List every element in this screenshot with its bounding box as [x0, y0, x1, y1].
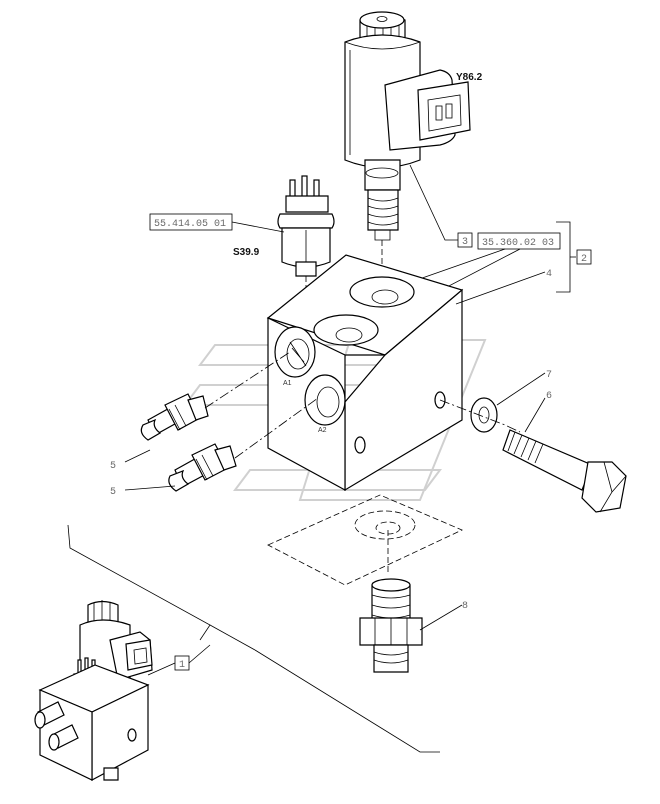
coil-leader-line: [409, 164, 458, 241]
detail-frame-lines: [67, 524, 440, 753]
callout-5a-label: 5: [110, 461, 116, 472]
callout-5b-label: 5: [110, 487, 116, 498]
washer: [470, 397, 498, 433]
bolt: [502, 429, 627, 513]
callout-7-leader: [496, 372, 546, 406]
sensor-code-label: S39.9: [233, 247, 260, 258]
callout-4-label: 4: [546, 269, 552, 280]
fitting-lower-axis: [234, 397, 319, 459]
callout-5a-leader: [124, 449, 151, 463]
pressure-sensor: [277, 175, 335, 277]
mounting-plane: [267, 494, 463, 586]
fitting-upper-axis: [204, 351, 291, 409]
callout-4-leader: [455, 271, 546, 305]
ref-box-left: 55.414.05 01: [149, 213, 285, 233]
fitting-lower: [168, 443, 237, 492]
port-a1-label: A1: [283, 380, 292, 387]
callout-7-label: 7: [546, 370, 552, 381]
solenoid-coil: [344, 11, 471, 241]
ref-box-1-text: 1: [179, 660, 185, 671]
ref-box-2-text: 2: [581, 254, 587, 265]
fitting-upper: [140, 393, 209, 441]
coil-code-label: Y86.2: [456, 72, 483, 83]
assembled-valve-detail: [34, 600, 153, 782]
bolt-axis: [439, 399, 521, 433]
ref-box-1: 1: [147, 644, 211, 676]
callout-6-label: 6: [546, 391, 552, 402]
ref-left-text: 55.414.05 01: [154, 219, 226, 230]
ref-right-text: 35.360.02 03: [482, 238, 554, 249]
valve-block: [266, 254, 464, 492]
callout-6-leader: [524, 397, 546, 433]
callout-8-leader: [419, 604, 463, 631]
callout-5b-leader: [124, 485, 176, 491]
port-a2-label: A2: [318, 427, 327, 434]
callout-8-label: 8: [462, 601, 468, 612]
fitting-bottom: [359, 578, 423, 673]
ref-box-3-text: 3: [462, 237, 468, 248]
